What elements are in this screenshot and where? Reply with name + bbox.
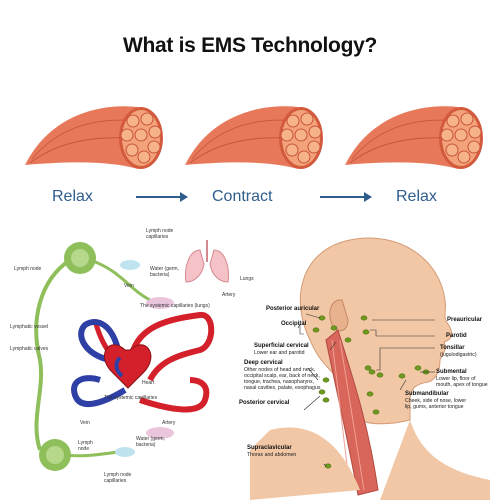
- state-label-contract: Contract: [212, 188, 273, 205]
- desc-superficial-cervical: Lower ear and parotid: [254, 350, 305, 356]
- label-posterior-cervical: Posterior cervical: [239, 400, 290, 406]
- label-lungs: Lungs: [240, 276, 254, 282]
- label-systemic-lungs: The systemic capillaries (lungs): [140, 303, 210, 309]
- head-lymph-diagram: [250, 237, 490, 500]
- desc-deep-cervical: Other nodes of head and neck,occipital s…: [244, 367, 321, 391]
- label-supraclavicular: Supraclavicular: [247, 445, 292, 451]
- label-submandibular: Submandibular: [405, 391, 449, 397]
- circulation-diagram: [34, 240, 229, 471]
- label-artery-bottom: Artery: [162, 420, 176, 426]
- label-lymphatic-vessel: Lymphatic vessel: [10, 324, 49, 330]
- label-submental: Submental: [436, 369, 467, 375]
- muscle-relax-right: [345, 106, 483, 169]
- label-water-germ-top: Water (germ,bacteria): [150, 266, 179, 278]
- label-posterior-auricular: Posterior auricular: [266, 306, 320, 312]
- label-vein-bottom: Vein: [80, 420, 90, 426]
- label-occipital: Occipital: [281, 321, 307, 327]
- label-lymphatic-valves: Lymphatic valves: [10, 346, 49, 352]
- desc-supraclavicular: Thorax and abdomen: [247, 452, 297, 458]
- label-artery-top: Artery: [222, 292, 236, 298]
- label-preauricular: Preauricular: [447, 317, 483, 323]
- label-parotid: Parotid: [446, 333, 467, 339]
- label-water-germ-bottom: Water (germ,bacteria): [136, 436, 165, 448]
- arrow-right-icon: [320, 192, 372, 202]
- label-lymph-node-top: Lymph node: [14, 266, 42, 272]
- state-label-relax-right: Relax: [396, 188, 437, 205]
- arrow-right-icon: [136, 192, 188, 202]
- state-label-relax-left: Relax: [52, 188, 93, 205]
- muscle-relax-left: [25, 106, 163, 169]
- desc-tonsillar: (jugulodigastric): [440, 352, 477, 358]
- muscle-contract: [185, 106, 323, 169]
- label-heart: Heart: [142, 380, 155, 386]
- label-systemic-bottom: The systemic capillaries: [104, 395, 158, 401]
- label-deep-cervical: Deep cervical: [244, 360, 283, 366]
- label-superficial-cervical: Superficial cervical: [254, 343, 309, 349]
- label-vein-top: Vein: [124, 283, 134, 289]
- page-title: What is EMS Technology?: [122, 34, 378, 57]
- label-tonsillar: Tonsillar: [440, 345, 465, 351]
